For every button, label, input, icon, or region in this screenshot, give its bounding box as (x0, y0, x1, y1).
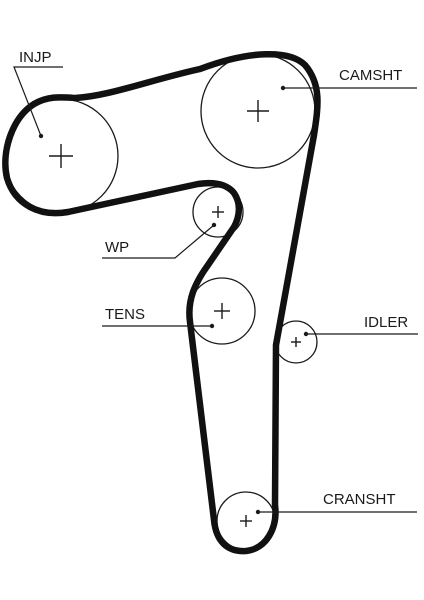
cransht-label: CRANSHT (323, 491, 396, 508)
idler-leader (303, 331, 418, 337)
idler-center-mark (291, 337, 301, 347)
injp-leader (13, 66, 63, 139)
cransht-center-mark (240, 515, 252, 527)
wp-leader (102, 222, 217, 259)
wp-center-mark (212, 206, 224, 218)
injp-label: INJP (19, 49, 52, 66)
injp-center-mark (49, 144, 73, 168)
tens-center-mark (214, 303, 230, 319)
cransht-leader (255, 509, 417, 515)
tens-label: TENS (105, 306, 145, 323)
timing-belt (2, 50, 321, 555)
camsht-label: CAMSHT (339, 67, 402, 84)
camsht-center-mark (247, 100, 269, 122)
idler-label: IDLER (364, 314, 408, 331)
wp-label: WP (105, 239, 129, 256)
tens-leader (102, 323, 215, 329)
camsht-leader (280, 85, 417, 91)
